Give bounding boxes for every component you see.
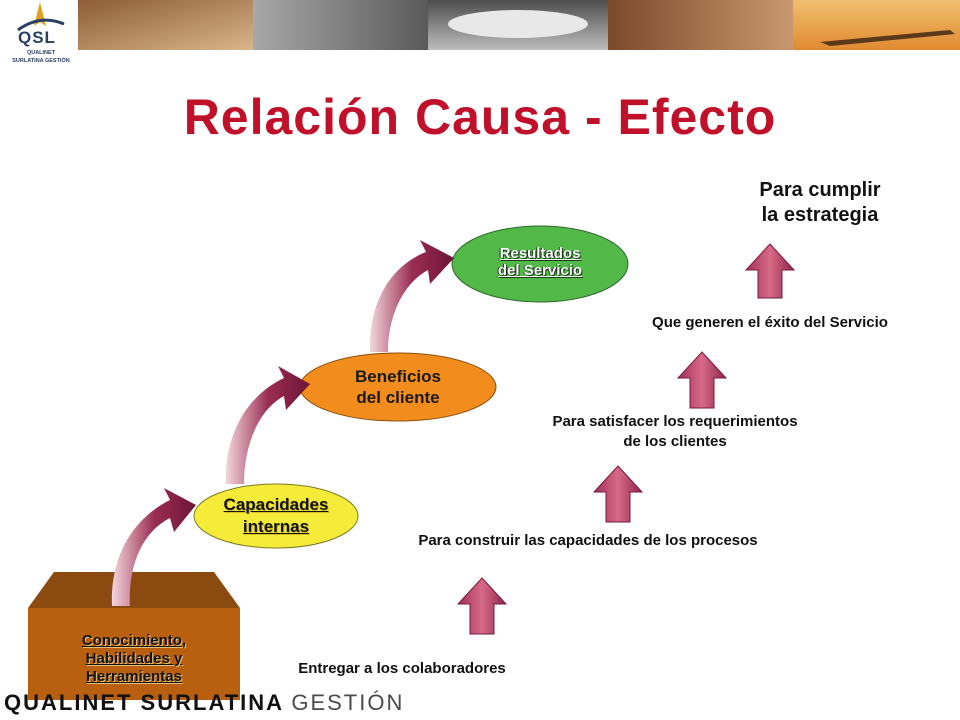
box-label-line2: Habilidades y <box>85 650 183 667</box>
up-arrow-2 <box>592 465 644 523</box>
goal-label-line2: la estrategia <box>761 204 879 226</box>
up-arrow-1 <box>456 577 508 635</box>
knowledge-box <box>28 572 240 700</box>
beneficios-label-line2: del cliente <box>356 388 440 407</box>
step-2-label: Para construir las capacidades de los pr… <box>418 532 758 549</box>
step-3-label-line2: de los clientes <box>623 433 727 450</box>
capacidades-label: Capacidades internas <box>194 494 358 538</box>
step-1-label: Entregar a los colaboradores <box>298 660 506 677</box>
resultados-label: Resultados del Servicio <box>452 245 628 279</box>
curved-arrow-2 <box>225 366 310 484</box>
step-3-label-line1: Para satisfacer los requerimientos <box>552 413 798 430</box>
capacidades-node <box>193 483 359 549</box>
logo-text: QSL <box>18 28 56 47</box>
page-title: Relación Causa - Efecto <box>183 89 777 145</box>
box-label-line1: Conocimiento, <box>81 632 187 649</box>
logo-swoosh-icon <box>17 2 65 32</box>
footer-brand-sub: GESTIÓN <box>291 690 405 715</box>
resultados-label-line1: Resultados <box>499 245 581 262</box>
footer-brand-main: QUALINET SURLATINA <box>4 690 284 715</box>
up-arrow-3 <box>676 351 728 409</box>
logo-subtitle-2: SURLATINA GESTIÓN <box>12 58 70 64</box>
banner-photo-2 <box>253 0 428 50</box>
goal-label-line1: Para cumplir <box>759 179 881 201</box>
capacidades-label-line2: internas <box>242 517 310 536</box>
box-label-line3: Herramientas <box>86 668 182 685</box>
footer-brand: QUALINET SURLATINA GESTIÓN <box>4 690 404 716</box>
company-logo: QSL QUALINET SURLATINA GESTIÓN <box>0 0 78 68</box>
banner-photo-1 <box>68 0 253 50</box>
logo-subtitle-1: QUALINET <box>26 50 56 56</box>
header-photo-banner <box>68 0 960 50</box>
resultados-node <box>451 225 629 303</box>
resultados-label-line2: del Servicio <box>497 262 583 279</box>
up-arrow-4 <box>744 243 796 299</box>
box-label: Conocimiento, Habilidades y Herramientas <box>28 632 240 686</box>
curved-arrow-3 <box>369 240 454 352</box>
beneficios-label-line1: Beneficios <box>355 367 441 386</box>
step-4-label: Que generen el éxito del Servicio <box>652 314 888 331</box>
beneficios-label: Beneficios del cliente <box>300 366 496 408</box>
box-top-face <box>28 572 240 608</box>
box-front-face <box>28 608 240 700</box>
banner-photo-5 <box>793 0 960 50</box>
curved-arrow-1 <box>111 488 196 606</box>
step-3-label: Para satisfacer los requerimientos de lo… <box>500 412 850 452</box>
capacidades-label-line1: Capacidades <box>223 495 329 514</box>
banner-photo-4 <box>608 0 793 50</box>
goal-label: Para cumplir la estrategia <box>700 178 940 228</box>
